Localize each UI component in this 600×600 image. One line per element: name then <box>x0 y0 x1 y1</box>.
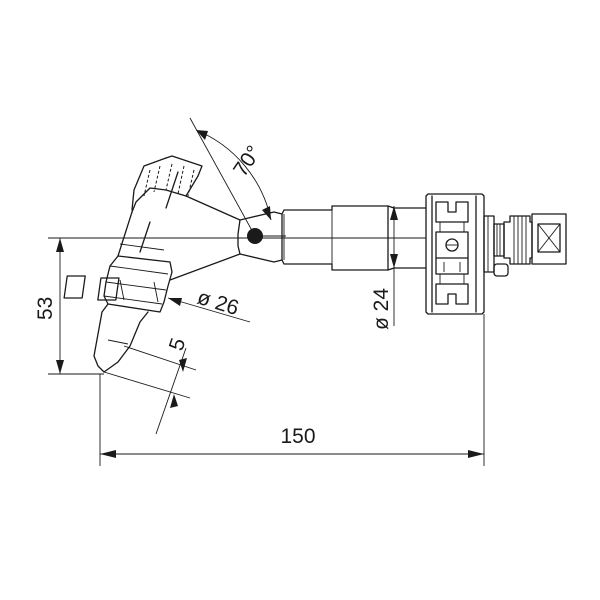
tube-diameter-label: ø 24 <box>370 288 393 330</box>
threaded-end <box>493 213 567 265</box>
nozzle-diameter-dimension <box>167 297 251 323</box>
tube-diameter-dimension <box>390 206 398 326</box>
nozzle <box>63 255 173 373</box>
offset-label: 5 <box>165 335 190 353</box>
angle-label: 70° <box>229 142 266 181</box>
length-dimension <box>99 314 485 466</box>
height-label: 53 <box>34 297 57 320</box>
length-label: 150 <box>280 425 315 448</box>
offset-dimension <box>103 345 197 435</box>
angle-dimension <box>189 117 286 237</box>
height-dimension <box>48 238 104 375</box>
angled-arm <box>117 155 283 281</box>
nozzle-diameter-label: ø 26 <box>195 286 242 320</box>
connector-housing <box>425 193 509 315</box>
